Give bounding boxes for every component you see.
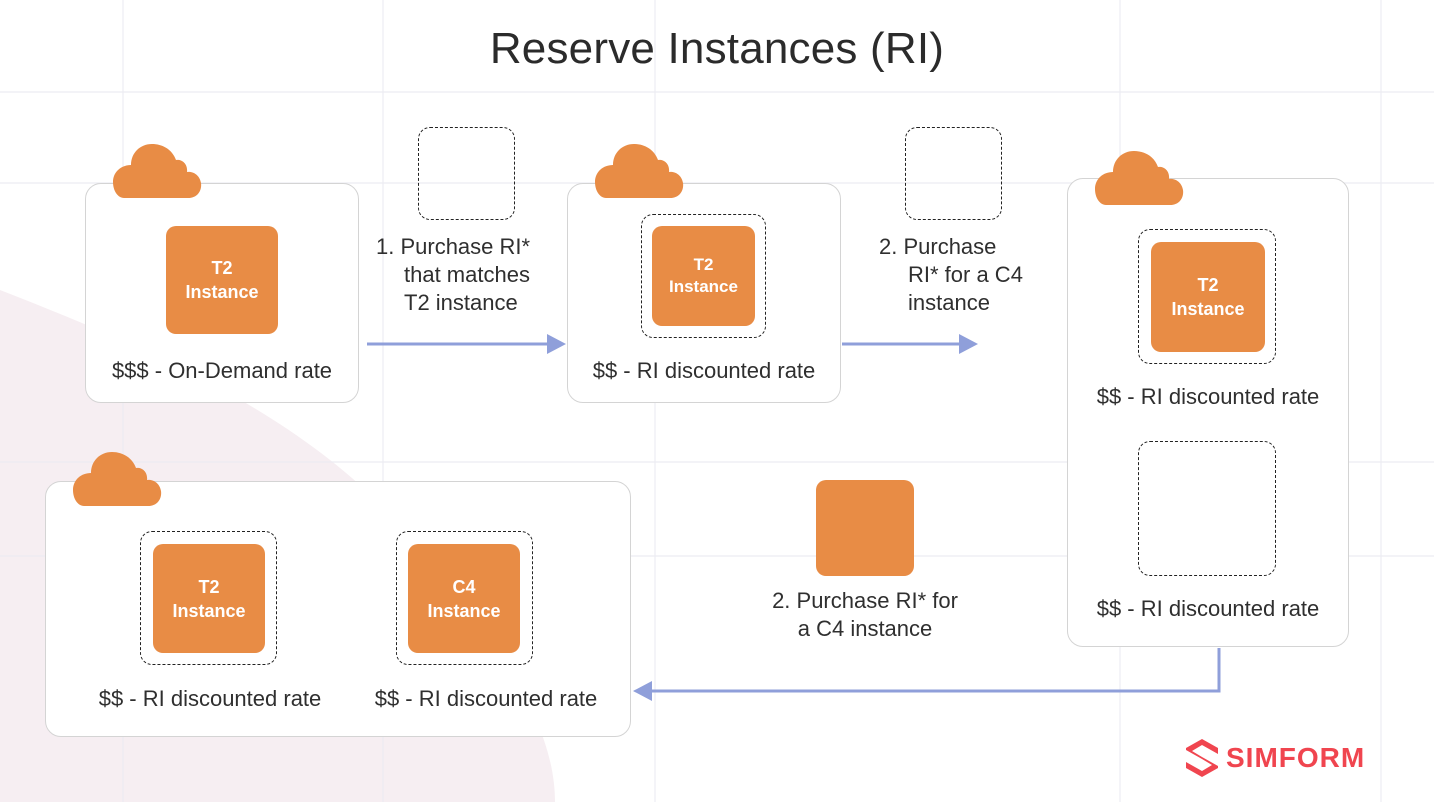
chip-label: Instance <box>172 600 246 621</box>
c4-instance-chip: C4 Instance <box>408 544 520 653</box>
c4-ri-chip <box>816 480 914 576</box>
chip-label: Instance <box>185 282 259 302</box>
empty-ri-slot <box>905 127 1002 220</box>
ri-discounted-rate: $$ - RI discounted rate <box>374 686 598 711</box>
panel-ri-t2 <box>567 183 841 403</box>
t2-instance-chip: T2 Instance <box>166 226 278 334</box>
step-1-text: 1. Purchase RI* that matches T2 instance <box>376 234 531 315</box>
ri-slot <box>140 531 277 665</box>
chip-type: C4 <box>452 576 476 597</box>
t2-instance-chip: T2 Instance <box>652 226 755 326</box>
page-title: Reserve Instances (RI) <box>489 24 945 73</box>
empty-ri-slot <box>418 127 515 220</box>
chip-type: T2 <box>198 576 220 597</box>
ri-slot <box>396 531 533 665</box>
ri-discounted-rate: $$ - RI discounted rate <box>592 358 816 383</box>
chip-type: T2 <box>211 258 233 278</box>
panel-final <box>45 481 631 737</box>
cloud-icon <box>113 144 202 198</box>
cloud-icon <box>595 144 684 198</box>
chip-label: Instance <box>1171 299 1245 319</box>
ri-discounted-rate: $$ - RI discounted rate <box>98 686 322 711</box>
chip-label: Instance <box>669 277 738 296</box>
on-demand-rate: $$$ - On-Demand rate <box>111 358 333 383</box>
t2-instance-chip: T2 Instance <box>153 544 265 653</box>
t2-instance-chip: T2 Instance <box>1151 242 1265 352</box>
empty-ri-slot <box>1138 441 1276 576</box>
ri-discounted-rate: $$ - RI discounted rate <box>1096 596 1320 621</box>
ri-slot <box>1138 229 1276 364</box>
cloud-icon <box>1095 151 1184 205</box>
simform-logo-icon <box>1186 739 1218 777</box>
ri-discounted-rate: $$ - RI discounted rate <box>1096 384 1320 409</box>
chip-type: T2 <box>1197 275 1219 295</box>
cloud-icon <box>73 452 162 506</box>
ri-slot <box>641 214 766 338</box>
simform-logo: SIMFORM <box>1184 738 1365 778</box>
brand-name: SIMFORM <box>1226 742 1366 773</box>
step-2-text: 2. Purchase RI* for a C4 instance <box>879 234 1023 315</box>
chip-type: T2 <box>693 255 714 274</box>
step-2-bottom-text: 2. Purchase RI* for a C4 instance <box>772 588 958 641</box>
chip-label: Instance <box>427 600 501 621</box>
